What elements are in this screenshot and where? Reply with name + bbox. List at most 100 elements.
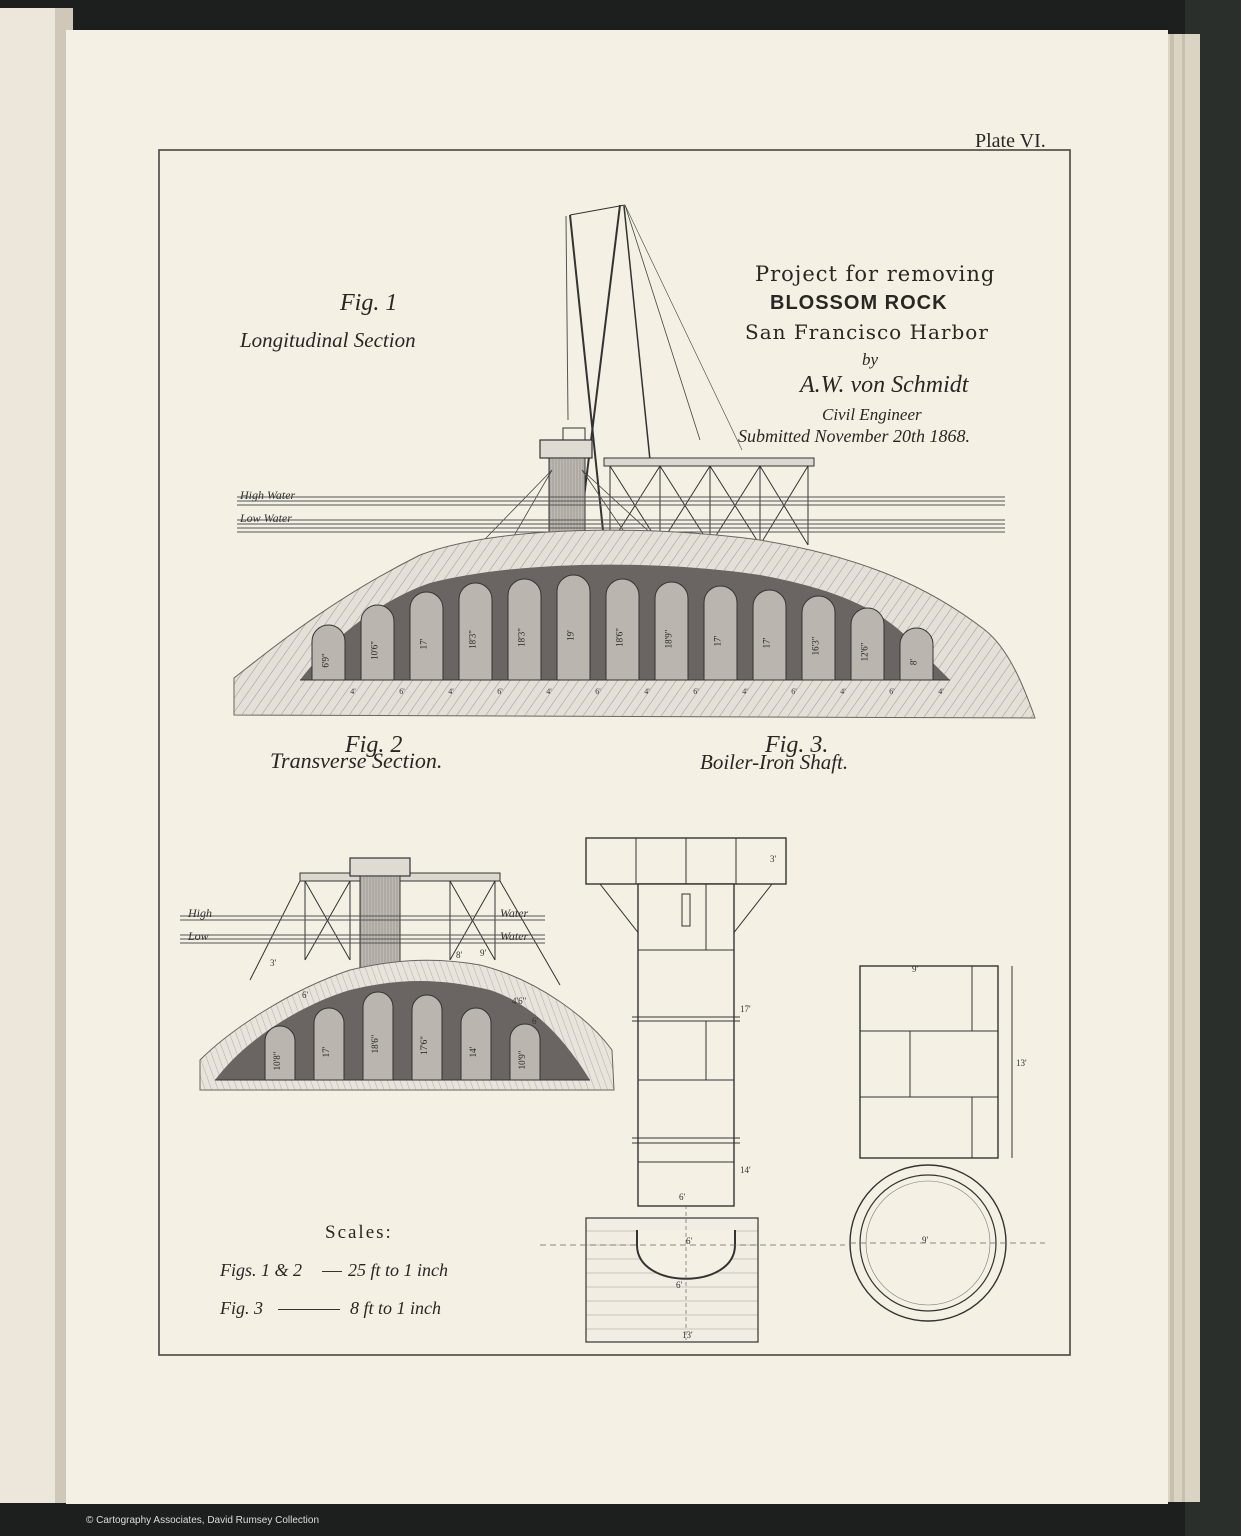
fig2-side-dim: 8' (456, 950, 463, 960)
fig1-pillar-height-label: 10'6" (370, 641, 380, 660)
fig1-pillar-height-label: 17' (762, 637, 772, 648)
fig1-number: Fig. 1 (340, 290, 398, 316)
fig2-caption: Transverse Section. (270, 748, 443, 773)
fig2-pillar-height-label: 17'6" (419, 1036, 429, 1055)
fig3-dim-shaft-height: 17' (740, 1004, 751, 1014)
fig2-side-dim: 9' (480, 948, 487, 958)
fig1-pillar (605, 578, 640, 681)
fig3-dim-shaft-width: 6' (679, 1192, 686, 1202)
fig1-gap-label: 4' (350, 687, 356, 696)
fig3-dim-section-height: 13' (1016, 1058, 1027, 1068)
fig1-pillar (801, 595, 836, 681)
fig3-number: Fig. 3. (765, 732, 829, 758)
fig1-pillar-height-label: 18'6" (615, 628, 625, 647)
title-by: by (862, 350, 879, 369)
title-line3: San Francisco Harbor (745, 320, 989, 344)
scales-line1-label: Figs. 1 & 2 (220, 1260, 303, 1280)
fig1-gap-label: 6' (399, 687, 405, 696)
fig1-caption: Longitudinal Section (240, 328, 416, 352)
fig1-pillar (311, 624, 346, 681)
fig1-pillar-height-label: 17' (713, 635, 723, 646)
fig1-pillar-height-label: 12'6" (860, 642, 870, 661)
fig1-pillar (899, 627, 934, 681)
fig3-dim-trough-mid: 6' (676, 1280, 683, 1290)
fig2-pillar (460, 1007, 492, 1081)
fig1-pillar (752, 589, 787, 681)
fig1-pillar (703, 585, 738, 681)
title-author: A.W. von Schmidt (800, 372, 969, 398)
fig2-pillar-height-label: 10'8" (272, 1051, 282, 1070)
fig1-gap-label: 6' (693, 687, 699, 696)
fig1-gap-label: 4' (840, 687, 846, 696)
fig2-drawing: 10'8" 17' 18'6" 17'6" 14' 10'9" (180, 857, 615, 1091)
fig3-dim-lower: 14' (740, 1165, 751, 1175)
fig3-drawing (540, 837, 1045, 1343)
fig3-dim-ring: 9' (922, 1235, 929, 1245)
fig1-pillar-height-label: 18'3" (517, 628, 527, 647)
fig1-pillar (556, 574, 591, 681)
fig1-pillar-height-label: 6'9" (321, 653, 331, 668)
fig1-gap-label: 6' (889, 687, 895, 696)
fig1-gap-label: 4' (644, 687, 650, 696)
fig1-pillar (360, 604, 395, 681)
fig1-gap-label: 4' (938, 687, 944, 696)
fig2-pillar-height-label: 18'6" (370, 1034, 380, 1053)
scales-line2-label: Fig. 3 (220, 1298, 263, 1318)
collection-credit: © Cartography Associates, David Rumsey C… (86, 1515, 320, 1526)
fig1-pillar (654, 581, 689, 681)
fig2-side-dim: 4'6" (512, 996, 527, 1006)
fig1-high-water: High Water (240, 488, 296, 502)
fig2-low: Low (188, 929, 209, 943)
plate-border (158, 149, 1071, 1356)
fig1-gap-label: 4' (742, 687, 748, 696)
fig3-caption: Boiler-Iron Shaft. (700, 750, 849, 774)
plate-number: Plate VI. (975, 130, 1046, 152)
fig3-dim-trough-bottom: 13' (682, 1330, 693, 1340)
fig2-pillar (362, 991, 394, 1081)
scales-heading: Scales: (325, 1222, 393, 1243)
fig2-water1: Water (500, 906, 529, 920)
fig1-pillar (409, 591, 444, 681)
scales-line2-value: 8 ft to 1 inch (350, 1298, 441, 1318)
title-line1: Project for removing (755, 262, 996, 286)
fig1-pillar-height-label: 19' (566, 630, 576, 641)
fig2-water2: Water (500, 929, 529, 943)
scales-line1-dash (322, 1271, 342, 1272)
fig1-gap-label: 6' (791, 687, 797, 696)
fig1-gap-label: 6' (595, 687, 601, 696)
fig3-dim-top: 3' (770, 854, 777, 864)
fig2-side-dim: 6' (532, 1016, 539, 1026)
fig1-pillar (850, 607, 885, 681)
fig2-pillar-height-label: 14' (468, 1046, 478, 1057)
fig2-pillar-height-label: 17' (321, 1046, 331, 1057)
fig2-high: High (188, 906, 212, 920)
fig1-gap-label: 4' (546, 687, 552, 696)
left-page (0, 8, 62, 1503)
fig1-pillar-height-label: 18'3" (468, 630, 478, 649)
fig1-pillar (458, 582, 493, 681)
fig2-pillar (264, 1025, 296, 1081)
scales-line2-dash (278, 1309, 340, 1310)
fig2-pillar-height-label: 10'9" (517, 1050, 527, 1069)
fig1-pillar-height-label: 8' (909, 659, 919, 666)
fig2-side-dim: 6' (302, 990, 309, 1000)
fig1-drawing: 6'9" 4' 10'6" 6' 17' 4' 18'3" 6' 18'3" 4' 19' 6' 18'… (233, 204, 1036, 719)
fig1-pillar-height-label: 16'3" (811, 636, 821, 655)
fig1-gap-label: 4' (448, 687, 454, 696)
scales-line1-value: 25 ft to 1 inch (348, 1260, 448, 1280)
fig1-low-water: Low Water (240, 511, 292, 525)
fig1-gap-label: 6' (497, 687, 503, 696)
fig2-pillar (313, 1007, 345, 1081)
fig3-dim-section-width: 9' (912, 964, 919, 974)
fig2-side-dim: 3' (270, 958, 277, 968)
fig1-pillar (507, 578, 542, 681)
fig3-dim-trough-top: 6' (686, 1236, 693, 1246)
fig2-pillars: 10'8" 17' 18'6" 17'6" 14' 10'9" (264, 991, 541, 1081)
fig1-pillar-height-label: 18'9" (664, 629, 674, 648)
fig2-pillar (411, 994, 443, 1081)
title-submitted: Submitted November 20th 1868. (738, 426, 970, 446)
fig2-number: Fig. 2 (345, 732, 403, 758)
title-role: Civil Engineer (822, 405, 922, 424)
fig1-pillar-height-label: 17' (419, 638, 429, 649)
